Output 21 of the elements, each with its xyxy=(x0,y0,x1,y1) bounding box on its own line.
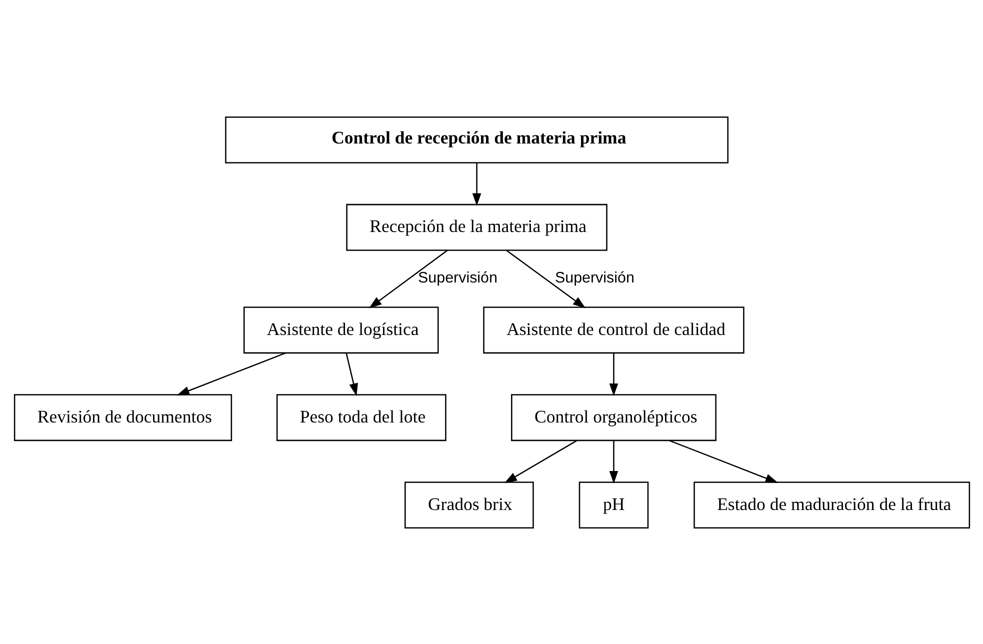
node-box: pH xyxy=(578,481,648,528)
arrow xyxy=(506,249,586,308)
arrow xyxy=(608,352,618,396)
node-box: Grados brix xyxy=(404,481,534,528)
edge-label: Supervisión xyxy=(554,269,634,286)
arrow xyxy=(472,162,481,206)
node-box: Estado de maduración de la fruta xyxy=(693,481,970,528)
node-box: Asistente de control de calidad xyxy=(482,306,744,354)
node-box: Control organolépticos xyxy=(510,394,716,441)
arrow xyxy=(176,352,286,395)
node-box: Peso toda del lote xyxy=(276,394,446,441)
arrow xyxy=(608,440,618,484)
arrow xyxy=(368,249,448,308)
node-box: Revisión de documentos xyxy=(13,394,232,441)
node-box: Asistente de logística xyxy=(242,306,438,354)
edge-label: Supervisión xyxy=(418,269,497,286)
arrow xyxy=(345,352,358,396)
arrow xyxy=(504,439,577,483)
arrow xyxy=(668,439,778,482)
node-box: Recepción de la materia prima xyxy=(346,203,607,250)
node-box: Control de recepción de materia prima xyxy=(224,116,728,163)
